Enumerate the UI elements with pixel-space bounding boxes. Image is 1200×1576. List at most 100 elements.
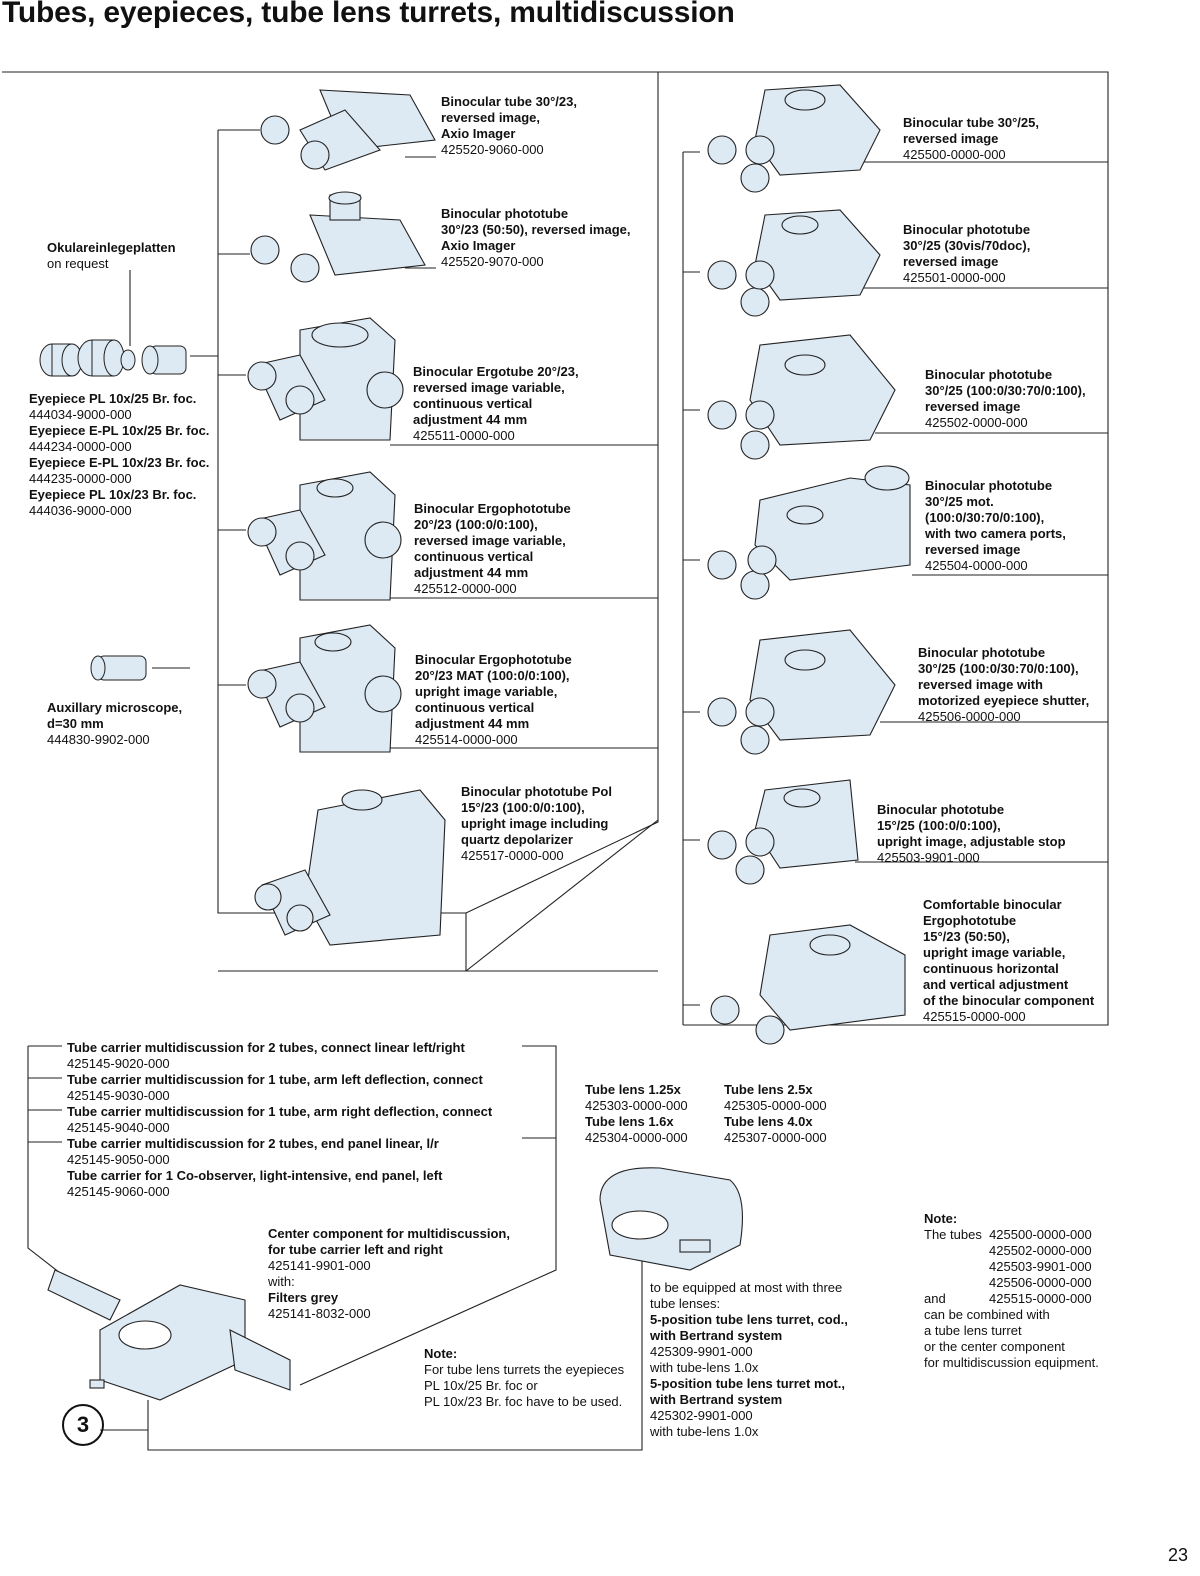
left-tube-label-6: Binocular phototube Pol 15°/23 (100:0/0:… [461,784,612,864]
tube-425500-illustration [707,84,881,193]
note-left: Note: For tube lens turrets the eyepiece… [424,1346,624,1410]
note-code: 425506-0000-000 [989,1275,1092,1290]
right-tube-label-2: Binocular phototube 30°/25 (30vis/70doc)… [903,222,1030,286]
center-with: with: [268,1274,295,1289]
tube-line: reversed image with [918,677,1043,692]
aux-microscope-label: Auxillary microscope, d=30 mm 444830-990… [47,700,182,748]
carrier-name: Tube carrier multidiscussion for 1 tube,… [67,1072,483,1087]
tube-line: Binocular phototube [925,478,1053,493]
tube-lens-name: Tube lens 1.25x [585,1082,681,1097]
turret-a-name: with Bertrand system [650,1328,783,1343]
tube-code: 425500-0000-000 [903,147,1006,162]
eyepiece-leaders [129,270,218,357]
page-title: Tubes, eyepieces, tube lens turrets, mul… [2,0,735,29]
tube-425511-illustration [247,317,404,441]
tube-line: 20°/23 (100:0/0:100), [414,517,538,532]
reticle-plate [120,349,136,371]
tube-line: Binocular tube 30°/25, [903,115,1039,130]
eyepiece-code: 444036-9000-000 [29,503,132,518]
tube-line: upright image, adjustable stop [877,834,1066,849]
filter-name: Filters grey [268,1290,339,1305]
tube-line: 30°/25 (30vis/70doc), [903,238,1031,253]
tube-code: 425503-9901-000 [877,850,980,865]
note-line: PL 10x/25 Br. foc or [424,1378,538,1393]
carrier-code: 425145-9030-000 [67,1088,170,1103]
turret-b-name: 5-position tube lens turret mot., [650,1376,846,1391]
tube-line: and vertical adjustment [923,977,1069,992]
tube-code: 425512-0000-000 [414,581,517,596]
tube-line: Binocular tube 30°/23, [441,94,577,109]
tube-line: continuous vertical [413,396,533,411]
tube-code: 425501-0000-000 [903,270,1006,285]
turret-a-code: 425309-9901-000 [650,1344,753,1359]
tube-line: reversed image [925,399,1021,414]
right-tube-label-3: Binocular phototube 30°/25 (100:0/30:70/… [925,367,1086,431]
aux-line: Auxillary microscope, [47,700,183,715]
tube-425514-illustration [247,624,402,753]
section-number-badge: 3 [62,1404,104,1446]
right-tube-label-4: Binocular phototube 30°/25 mot. (100:0/3… [925,478,1066,574]
filter-code: 425141-8032-000 [268,1306,371,1321]
turret-a-name: 5-position tube lens turret, cod., [650,1312,848,1327]
note-and: and [924,1291,946,1306]
note-right: Note: The tubes 425500-0000-000 425502-0… [924,1211,1099,1371]
tube-425503-illustration [707,779,859,885]
tube-line: 30°/25 mot. [925,494,994,509]
carrier-name: Tube carrier multidiscussion for 2 tubes… [67,1136,439,1151]
carrier-code: 425145-9060-000 [67,1184,170,1199]
center-code: 425141-9901-000 [268,1258,371,1273]
note-code: 425515-0000-000 [989,1291,1092,1306]
tube-425512-illustration [247,471,402,601]
left-tube-label-4: Binocular Ergophototube 20°/23 (100:0/0:… [414,501,571,597]
tube-line: (100:0/30:70/0:100), [925,510,1045,525]
tube-line: Axio Imager [441,126,516,141]
eyepiece-name: Eyepiece PL 10x/23 Br. foc. [29,487,197,502]
tube-425504-illustration [707,465,911,600]
note-code: 425502-0000-000 [989,1243,1092,1258]
eyepiece-name: Eyepiece E-PL 10x/25 Br. foc. [29,423,210,438]
eyepiece-code: 444034-9000-000 [29,407,132,422]
center-line: Center component for multidiscussion, [268,1226,510,1241]
tube-line: adjustment 44 mm [415,716,530,731]
carrier-code: 425145-9040-000 [67,1120,170,1135]
tube-line: 30°/25 (100:0/30:70/0:100), [918,661,1079,676]
tube-line: upright image variable, [415,684,558,699]
tube-line: reversed image variable, [414,533,566,548]
tube-lens-name: Tube lens 2.5x [724,1082,813,1097]
tube-line: 20°/23 MAT (100:0/0:100), [415,668,570,683]
tube-line: Axio Imager [441,238,516,253]
carrier-code: 425145-9050-000 [67,1152,170,1167]
tube-line: Binocular phototube [918,645,1046,660]
aux-line: d=30 mm [47,716,104,731]
tube-line: Binocular phototube [877,802,1005,817]
tube-lens-code: 425304-0000-000 [585,1130,688,1145]
turret-label: to be equipped at most with three tube l… [650,1280,848,1440]
tube-line: upright image including [461,816,609,831]
turret-b-with: with tube-lens 1.0x [650,1424,759,1439]
tube-code: 425515-0000-000 [923,1009,1026,1024]
tube-line: 30°/25 (100:0/30:70/0:100), [925,383,1086,398]
tube-code: 425506-0000-000 [918,709,1021,724]
tube-line: upright image variable, [923,945,1066,960]
note-code: 425503-9901-000 [989,1259,1092,1274]
tube-line: Binocular phototube [441,206,569,221]
turret-intro: tube lenses: [650,1296,721,1311]
tube-line: reversed image [925,542,1021,557]
tube-425517-illustration [254,789,446,946]
carrier-name: Tube carrier multidiscussion for 1 tube,… [67,1104,493,1119]
left-tube-label-3: Binocular Ergotube 20°/23, reversed imag… [413,364,579,444]
right-tube-label-1: Binocular tube 30°/25, reversed image 42… [903,115,1039,163]
tube-lens-code: 425307-0000-000 [724,1130,827,1145]
tube-425520-9070-illustration [250,191,426,283]
note-line: or the center component [924,1339,1065,1354]
note-line: For tube lens turrets the eyepieces [424,1362,625,1377]
eyepiece-code: 444235-0000-000 [29,471,132,486]
aux-code: 444830-9902-000 [47,732,150,747]
right-tube-label-7: Comfortable binocular Ergophototube 15°/… [923,897,1094,1025]
note-tubes-row: The tubes 425500-0000-000 [924,1227,1099,1243]
tube-line: continuous horizontal [923,961,1059,976]
left-tube-label-5: Binocular Ergophototube 20°/23 MAT (100:… [415,652,572,748]
tube-code: 425511-0000-000 [413,428,515,443]
tube-line: 15°/23 (100:0/0:100), [461,800,585,815]
